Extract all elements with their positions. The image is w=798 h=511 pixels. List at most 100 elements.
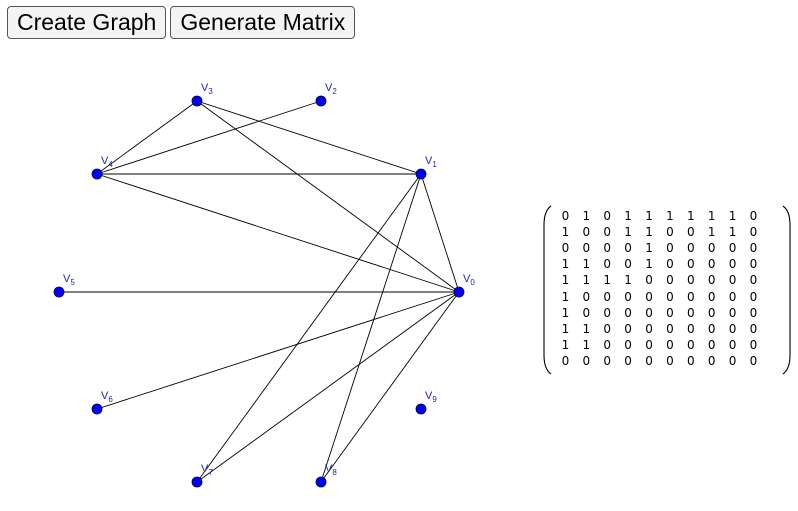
matrix-cell: 0 [582, 289, 591, 304]
matrix-cell: 0 [707, 289, 716, 304]
matrix-cell: 0 [603, 241, 612, 256]
vertex-v9[interactable] [415, 403, 427, 415]
matrix-cell: 0 [749, 337, 758, 352]
vertex-label-v6: V6 [101, 390, 113, 404]
matrix-cell: 0 [624, 257, 632, 272]
matrix-cell: 1 [582, 209, 591, 224]
matrix-cell: 0 [749, 273, 758, 288]
vertex-v0[interactable] [453, 286, 465, 298]
matrix-cell: 1 [728, 209, 737, 224]
vertex-v8[interactable] [315, 476, 327, 488]
matrix-cell: 0 [749, 241, 758, 256]
matrix-cell: 0 [666, 353, 674, 368]
edge-v1-v7 [196, 173, 422, 483]
vertex-v1[interactable] [415, 168, 427, 180]
matrix-cell: 0 [686, 225, 695, 240]
matrix-cell: 0 [645, 337, 653, 352]
matrix-cell: 1 [624, 225, 632, 240]
matrix-cell: 1 [624, 273, 632, 288]
vertex-label-v0: V0 [463, 273, 475, 287]
edge-v3-v1 [196, 100, 422, 175]
matrix-cell: 0 [645, 289, 653, 304]
matrix-cell: 0 [728, 353, 737, 368]
vertex-v6[interactable] [91, 403, 103, 415]
matrix-cell: 0 [728, 241, 737, 256]
matrix-cell: 1 [582, 321, 591, 336]
matrix-cell: 0 [686, 289, 695, 304]
vertex-v7[interactable] [191, 476, 203, 488]
edge-v1-v8 [320, 173, 422, 483]
vertex-v5[interactable] [53, 286, 65, 298]
matrix-cell: 0 [582, 241, 591, 256]
matrix-cell: 0 [624, 289, 632, 304]
vertex-label-v8: V8 [325, 463, 337, 477]
create-graph-button[interactable]: Create Graph [7, 6, 167, 39]
matrix-cell: 0 [666, 257, 674, 272]
matrix-cell: 0 [603, 209, 612, 224]
matrix-cell: 0 [603, 289, 612, 304]
matrix-cell: 1 [645, 225, 653, 240]
matrix-cell: 1 [707, 225, 716, 240]
matrix-cell: 0 [728, 305, 737, 320]
matrix-cell: 1 [707, 209, 716, 224]
matrix-cell: 0 [686, 241, 695, 256]
vertex-label-v2: V2 [325, 82, 337, 96]
matrix-cell: 0 [728, 321, 737, 336]
matrix-cell: 0 [666, 305, 674, 320]
matrix-cell: 0 [707, 241, 716, 256]
vertex-label-v1: V1 [425, 155, 437, 169]
matrix-cell: 1 [561, 337, 570, 352]
edge-v6-v0 [96, 291, 460, 410]
matrix-cell: 0 [707, 337, 716, 352]
matrix-cell: 0 [728, 257, 737, 272]
matrix-cell: 0 [624, 337, 632, 352]
edge-v3-v4 [96, 100, 198, 175]
vertex-label-v3: V3 [201, 82, 213, 96]
matrix-cell: 0 [749, 225, 758, 240]
matrix-cell: 0 [603, 337, 612, 352]
matrix-cell: 0 [728, 337, 737, 352]
matrix-cell: 0 [582, 305, 591, 320]
matrix-cell: 0 [624, 241, 632, 256]
vertex-v3[interactable] [191, 95, 203, 107]
matrix-cell: 0 [686, 337, 695, 352]
matrix-cell: 1 [561, 225, 570, 240]
vertex-v2[interactable] [315, 95, 327, 107]
vertex-label-v9: V9 [425, 390, 437, 404]
matrix-cell: 1 [645, 209, 653, 224]
matrix-right-paren [782, 205, 791, 375]
matrix-cell: 0 [686, 321, 695, 336]
matrix-left-paren [543, 205, 552, 375]
matrix-cell: 0 [561, 353, 570, 368]
generate-matrix-button[interactable]: Generate Matrix [170, 6, 356, 39]
matrix-cell: 1 [561, 289, 570, 304]
matrix-cell: 1 [645, 241, 653, 256]
matrix-cell: 0 [749, 257, 758, 272]
matrix-cell: 1 [603, 273, 612, 288]
matrix-cell: 0 [686, 305, 695, 320]
matrix-cell: 0 [686, 257, 695, 272]
matrix-cell: 0 [749, 321, 758, 336]
matrix-cell: 0 [603, 225, 612, 240]
matrix-cell: 1 [666, 209, 674, 224]
matrix-cell: 1 [582, 337, 591, 352]
matrix-cell: 0 [707, 305, 716, 320]
matrix-cell: 0 [666, 273, 674, 288]
matrix-cell: 0 [666, 321, 674, 336]
matrix-cell: 0 [645, 305, 653, 320]
matrix-cell: 0 [707, 257, 716, 272]
vertex-v4[interactable] [91, 168, 103, 180]
edge-v8-v0 [320, 291, 460, 483]
matrix-cell: 1 [645, 257, 653, 272]
matrix-cell: 0 [666, 241, 674, 256]
matrix-cell: 0 [666, 337, 674, 352]
